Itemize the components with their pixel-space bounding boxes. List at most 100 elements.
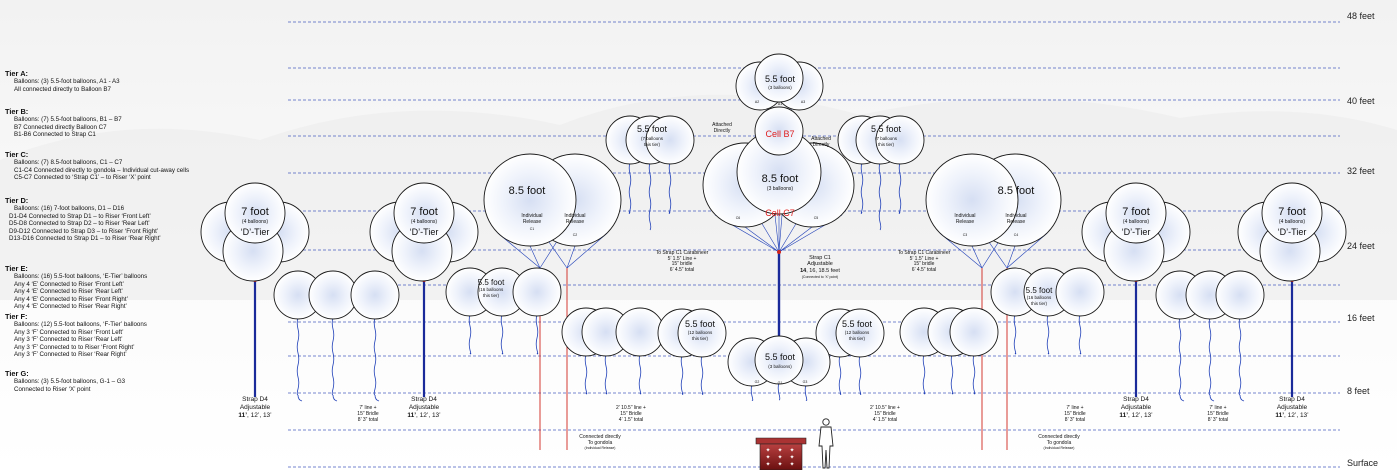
annotation-text: Attached — [811, 136, 831, 142]
balloon-size-label: 8.5 foot — [509, 185, 546, 197]
tether-line — [535, 313, 539, 355]
tier-legend-block: Tier C:Balloons: (7) 8.5-foot balloons, … — [5, 150, 189, 182]
tether-line — [373, 316, 377, 396]
tether-line — [1006, 245, 1016, 269]
tier-name-label: ‘D’-Tier — [241, 227, 270, 237]
tier-description-line: Balloons: (12) 5.5-foot balloons, ‘F-Tie… — [14, 321, 147, 328]
balloon — [1105, 182, 1167, 244]
tether-line — [529, 245, 541, 269]
tier-name-label: ‘D’-Tier — [1278, 227, 1307, 237]
tether-line — [922, 353, 926, 395]
strap-length-default: 11’ — [407, 412, 416, 419]
balloon-id-label: C3 — [963, 233, 968, 237]
balloon — [224, 182, 286, 244]
balloon-size-label: 5.5 foot — [1026, 286, 1053, 295]
annotation-text: 5’ 1.5” Line + — [910, 256, 939, 262]
gondola-pattern: ✦ — [765, 447, 770, 454]
tether-line — [898, 161, 902, 214]
tether-line — [744, 226, 780, 253]
tether-line — [838, 354, 842, 395]
strap-label: Strap D4 — [1123, 396, 1149, 403]
bridle-hook — [1179, 394, 1185, 402]
tether-line — [778, 226, 813, 253]
balloon-id-label: A1 — [778, 102, 782, 106]
tier-description-line: B7 Connected directly Balloon C7 — [14, 123, 107, 131]
gondola-pattern: ✦ — [765, 454, 770, 461]
annotation-text: 6’ 4.5” total — [912, 267, 937, 273]
annotation-text: 5’ 1.5” Line + — [668, 256, 697, 262]
tether-line — [804, 383, 808, 401]
person-head — [822, 418, 830, 426]
balloon — [949, 307, 999, 357]
strap-length-label: 11’, 12’, 13’ — [238, 412, 272, 419]
balloon-count-label: this tier) — [692, 336, 709, 341]
tier-description-line: D13-D16 Connected to Strap D1 – to Riser… — [9, 235, 161, 243]
release-label: Individual — [521, 213, 542, 219]
balloon-size-label: 7 foot — [241, 206, 269, 218]
person-figure — [818, 418, 834, 469]
balloon-count-label: (16 balloons — [1027, 295, 1052, 300]
bridle-hook — [1209, 394, 1215, 402]
annotation-text: To Strap C1 Carabineer — [898, 250, 951, 256]
tier-description-line: C1-C4 Connected directly to gondola – In… — [14, 166, 190, 174]
tether-line — [1013, 313, 1017, 355]
balloon — [1215, 270, 1265, 320]
cell-label: Cell B7 — [765, 129, 794, 139]
strap-length-options: , 12’, 13’ — [416, 412, 441, 419]
strap-label: Adjustable — [1277, 404, 1308, 411]
strap-length-label: 14, 16, 18.5 feet — [800, 268, 840, 274]
balloon-size-label: 5.5 foot — [765, 74, 796, 84]
balloon — [925, 153, 1019, 247]
tether-line — [1046, 313, 1050, 355]
balloon-size-label: 8.5 foot — [998, 185, 1035, 197]
balloon — [1261, 182, 1323, 244]
tether-line — [950, 353, 954, 395]
gondola-pattern: ✦ — [789, 454, 794, 461]
tether-line — [296, 316, 300, 396]
strap-label: Strap D4 — [242, 396, 268, 403]
height-label: 40 feet — [1347, 96, 1375, 106]
tier-description-line: Balloons: (7) 8.5-foot balloons, C1 – C7 — [14, 159, 123, 166]
release-label: Individual — [1005, 213, 1026, 219]
tether-line — [668, 161, 672, 214]
bridle-hook — [332, 394, 338, 402]
tier-title: Tier B: — [5, 107, 29, 116]
balloon — [393, 182, 455, 244]
tether-line — [972, 353, 976, 395]
strap-length-default: 11’ — [1119, 412, 1128, 419]
gondola-pattern: ✦ — [789, 447, 794, 454]
strap-length-label: 11’, 12’, 13’ — [1275, 412, 1309, 419]
annotation-text: Directly — [714, 128, 731, 134]
tether-line — [750, 383, 754, 401]
balloons — [200, 53, 1347, 387]
tier-description-line: Balloons: (3) 5.5-foot balloons, A1 - A3 — [14, 78, 120, 85]
balloon-id-label: G2 — [755, 380, 760, 384]
tier-description-line: Balloons: (3) 5.5-foot balloons, G-1 – G… — [14, 378, 126, 385]
balloon — [350, 270, 400, 320]
annotation-text: 8’ 3” total — [1208, 417, 1228, 423]
bridle-hook — [297, 394, 303, 402]
tier-description-line: Any 3 ‘F’ Connected to Riser ‘Rear Right… — [14, 351, 127, 359]
tier-description-line: B1-B6 Connected to Strap C1 — [14, 131, 96, 139]
strap-length-default: 14 — [800, 268, 807, 274]
balloon-count-label: (3 balloons) — [768, 85, 792, 90]
annotation-text: 7’ line + — [1209, 405, 1226, 411]
strap-length-default: 11’ — [1275, 412, 1284, 419]
tier-legend-block: Tier A:Balloons: (3) 5.5-foot balloons, … — [5, 69, 120, 93]
balloon — [875, 115, 925, 165]
gondola-pattern: ✦ — [777, 447, 782, 454]
balloon-size-label: 7 foot — [1278, 206, 1306, 218]
release-label: Individual — [564, 213, 585, 219]
balloon-count-label: this tier) — [849, 336, 866, 341]
balloon-count-label: this tier) — [483, 293, 500, 298]
strap-label: Strap D4 — [411, 396, 437, 403]
annotation-text: 8’ 3” total — [358, 417, 378, 423]
tier-description-line: Any 4 ‘E’ Connected to Riser ‘Front Righ… — [14, 295, 128, 303]
annotation-text: 8’ 3” total — [1065, 417, 1085, 423]
balloon — [645, 115, 695, 165]
tier-legend-block: Tier G:Balloons: (3) 5.5-foot balloons, … — [5, 369, 125, 393]
gondola-pattern: ✦ — [765, 461, 770, 468]
